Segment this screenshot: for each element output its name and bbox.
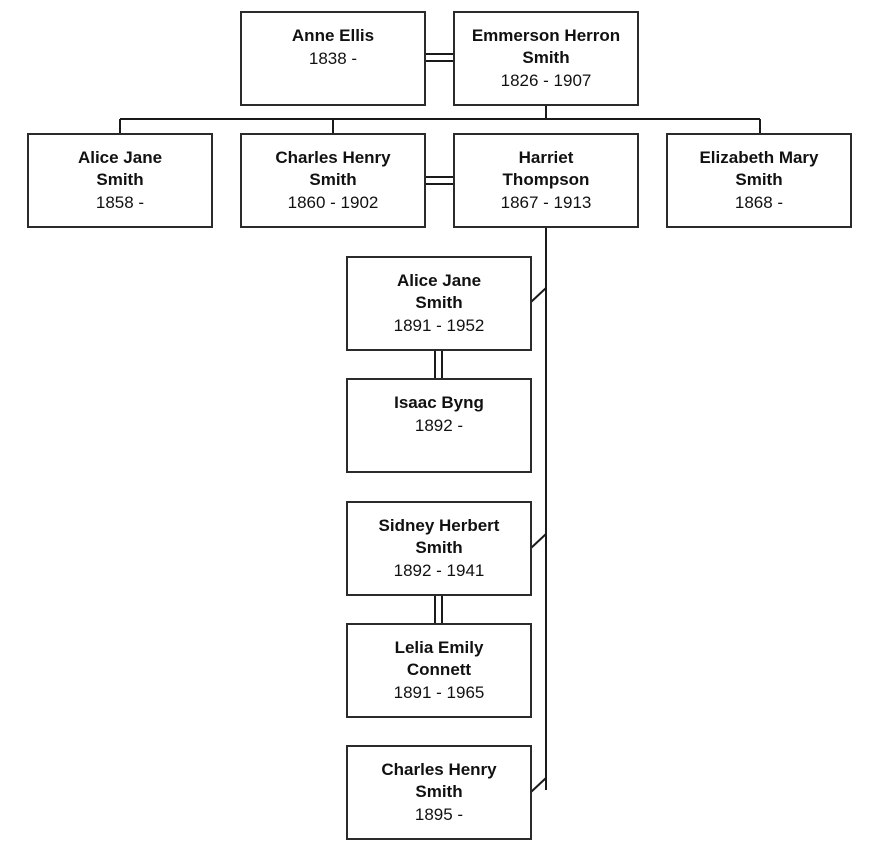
person-elizabeth-mary-smith[interactable]: Elizabeth Mary Smith 1868 -: [666, 133, 852, 228]
person-lelia-emily-connett[interactable]: Lelia Emily Connett 1891 - 1965: [346, 623, 532, 718]
person-name: Lelia Emily Connett: [394, 638, 484, 679]
child-branch-sidney: [530, 533, 547, 549]
person-name: Charles Henry Smith: [275, 148, 391, 189]
person-name: Anne Ellis: [291, 26, 375, 45]
person-dates: 1892 -: [414, 416, 464, 435]
person-dates: 1858 -: [95, 193, 145, 212]
person-dates: 1891 - 1952: [393, 316, 485, 335]
person-anne-ellis[interactable]: Anne Ellis 1838 -: [240, 11, 426, 106]
person-dates: 1826 - 1907: [500, 71, 592, 90]
person-dates: 1868 -: [734, 193, 784, 212]
person-dates: 1860 - 1902: [287, 193, 379, 212]
person-alice-jane-smith-1858[interactable]: Alice Jane Smith 1858 -: [27, 133, 213, 228]
child-branch-alice-1891: [530, 287, 547, 303]
person-charles-henry-smith-1895[interactable]: Charles Henry Smith 1895 -: [346, 745, 532, 840]
person-dates: 1895 -: [414, 805, 464, 824]
person-name: Charles Henry Smith: [381, 760, 497, 801]
person-emmerson-herron-smith[interactable]: Emmerson Herron Smith 1826 - 1907: [453, 11, 639, 106]
person-sidney-herbert-smith[interactable]: Sidney Herbert Smith 1892 - 1941: [346, 501, 532, 596]
person-charles-henry-smith-1860[interactable]: Charles Henry Smith 1860 - 1902: [240, 133, 426, 228]
person-name: Alice Jane Smith: [396, 271, 482, 312]
person-name: Harriet Thompson: [502, 148, 590, 189]
person-alice-jane-smith-1891[interactable]: Alice Jane Smith 1891 - 1952: [346, 256, 532, 351]
person-name: Emmerson Herron Smith: [471, 26, 621, 67]
person-name: Isaac Byng: [394, 393, 484, 412]
person-isaac-byng[interactable]: Isaac Byng 1892 -: [346, 378, 532, 473]
person-name: Elizabeth Mary Smith: [699, 148, 819, 189]
person-harriet-thompson[interactable]: Harriet Thompson 1867 - 1913: [453, 133, 639, 228]
person-dates: 1892 - 1941: [393, 561, 485, 580]
person-dates: 1838 -: [308, 49, 358, 68]
person-name: Alice Jane Smith: [77, 148, 163, 189]
person-dates: 1867 - 1913: [500, 193, 592, 212]
person-name: Sidney Herbert Smith: [378, 516, 500, 557]
person-dates: 1891 - 1965: [393, 683, 485, 702]
child-branch-charles-1895: [530, 777, 547, 793]
